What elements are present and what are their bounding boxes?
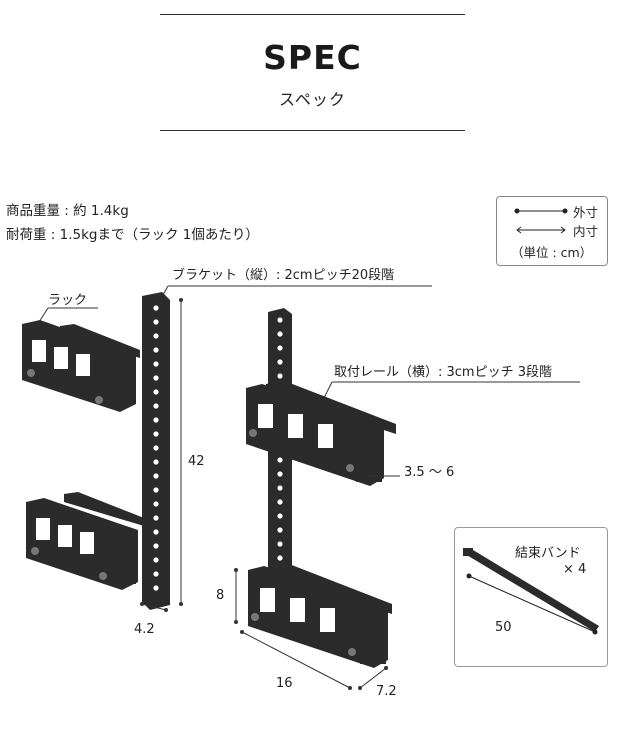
bracket-hole: [153, 333, 159, 339]
bracket-hole: [153, 459, 159, 465]
bracket-hole: [277, 471, 283, 477]
bracket-hole: [153, 543, 159, 549]
bracket-hole: [153, 487, 159, 493]
bracket-hole: [153, 417, 159, 423]
right-lower-rack-windows: [260, 588, 335, 632]
page-title: SPEC: [263, 38, 362, 77]
cable-tie-box: 結束バンド × 4 50: [454, 527, 608, 667]
bracket-hole: [153, 319, 159, 325]
bracket-label: ブラケット（縦）: 2cmピッチ20段階: [172, 268, 395, 283]
bracket-hole: [277, 317, 283, 323]
bracket-hole: [153, 305, 159, 311]
rack-height-value: 8: [216, 588, 225, 603]
bracket-hole: [277, 499, 283, 505]
left-upper-rack-windows: [32, 340, 90, 376]
bracket-hole: [277, 345, 283, 351]
bracket-hole: [153, 431, 159, 437]
bracket-hole: [153, 515, 159, 521]
left-lower-rack-windows: [36, 518, 94, 554]
spec-load: 耐荷重 : 1.5kgまで（ラック 1個あたり）: [6, 227, 259, 243]
bracket-hole: [277, 485, 283, 491]
spec-weight: 商品重量 : 約 1.4kg: [6, 203, 129, 219]
bracket-hole: [277, 359, 283, 365]
bracket-hole: [153, 375, 159, 381]
cable-tie-quantity: × 4: [563, 562, 587, 577]
bracket-hole: [153, 389, 159, 395]
bracket-hole: [277, 373, 283, 379]
bracket-width-dim: [141, 603, 167, 611]
bracket-hole: [277, 331, 283, 337]
cable-tie-label: 結束バンド: [515, 546, 581, 561]
legend-unit-label: （単位 : cm）: [511, 245, 593, 260]
bracket-hole: [277, 527, 283, 533]
bracket-hole: [153, 361, 159, 367]
right-upper-rack: [246, 380, 396, 486]
bracket-hole: [153, 403, 159, 409]
left-bracket: [142, 292, 170, 610]
bracket-hole: [153, 557, 159, 563]
bracket-hole: [153, 445, 159, 451]
bracket-hole: [153, 585, 159, 591]
legend-outer-label: 外寸: [573, 205, 599, 220]
cable-tie-icon: [463, 548, 599, 635]
right-upper-rack-windows: [258, 404, 333, 448]
legend-inner-label: 内寸: [573, 224, 599, 239]
page-subtitle: スペック: [279, 90, 346, 109]
bracket-hole: [153, 529, 159, 535]
bracket-hole: [153, 501, 159, 507]
bracket-hole: [153, 571, 159, 577]
rack-width-value: 16: [276, 676, 293, 691]
header-top-rule: [160, 14, 465, 15]
bracket-hole: [277, 555, 283, 561]
rack-depth-dim: [359, 667, 387, 689]
cable-tie-length: 50: [495, 620, 512, 635]
dimension-legend: 外寸 内寸 （単位 : cm）: [496, 196, 608, 266]
bracket-width-value: 4.2: [134, 622, 155, 637]
right-lower-rack: [248, 562, 392, 668]
bracket-height-value: 42: [188, 454, 205, 469]
rack-label: ラック: [48, 293, 88, 308]
bracket-hole: [277, 541, 283, 547]
bracket-hole: [277, 457, 283, 463]
rail-depth-value: 3.5 ～ 6: [404, 465, 455, 480]
rail-label: 取付レール（横）: 3cmピッチ 3段階: [334, 365, 552, 380]
bracket-hole: [277, 513, 283, 519]
rack-width-dim: [241, 631, 351, 689]
bracket-hole: [153, 347, 159, 353]
rack-depth-value: 7.2: [376, 684, 397, 699]
header-bottom-rule: [160, 130, 465, 131]
legend-arrows-icon: [514, 208, 568, 234]
bracket-hole: [153, 473, 159, 479]
